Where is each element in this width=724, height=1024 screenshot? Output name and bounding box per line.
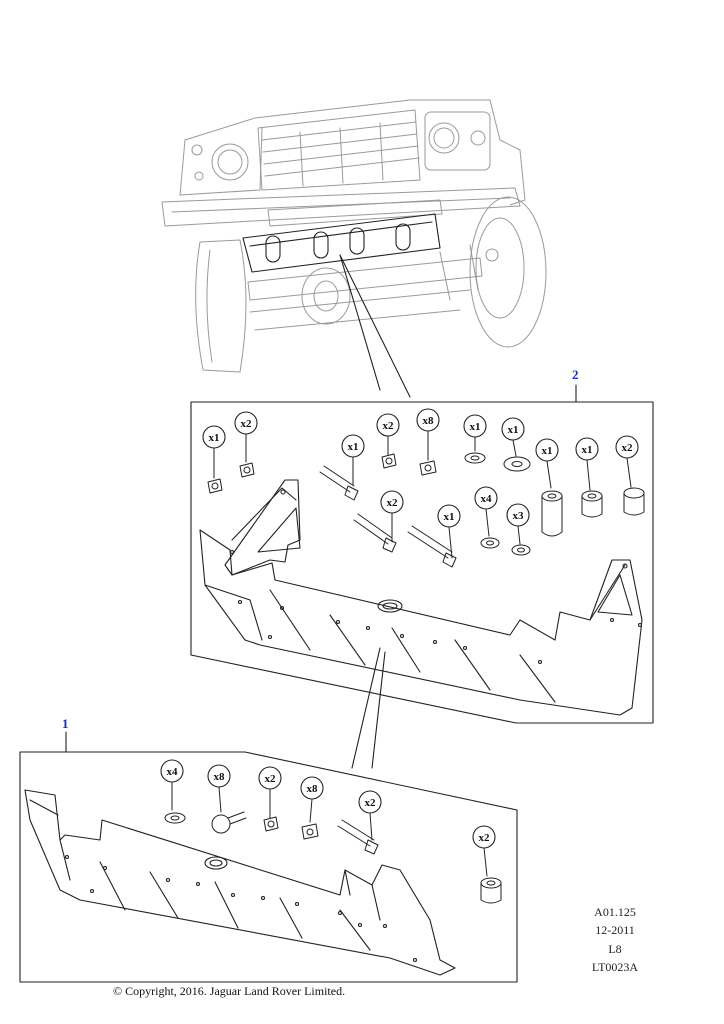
kit1-qty-bubbles bbox=[160, 759, 496, 849]
kit2-qty-label: x1 bbox=[582, 444, 593, 456]
callout-kit-1[interactable]: 1 bbox=[62, 716, 69, 731]
kit2-frame bbox=[190, 384, 654, 724]
kit2-qty-label: x2 bbox=[383, 420, 395, 432]
kit2-qty-label: x2 bbox=[387, 497, 399, 509]
kit1-qty-label: x8 bbox=[214, 771, 226, 783]
diagram-level: L8 bbox=[608, 942, 622, 956]
diagram-ref: A01.125 bbox=[594, 905, 636, 919]
kit2-qty-label: x1 bbox=[508, 424, 519, 436]
kit2-qty-label: x1 bbox=[209, 432, 220, 444]
kit2-qty-label: x3 bbox=[513, 510, 525, 522]
kit2-qty-label: x2 bbox=[241, 418, 253, 430]
vehicle-mounted-plate bbox=[242, 213, 441, 398]
kit2-qty-label: x1 bbox=[348, 441, 359, 453]
kit2-qty-label: x8 bbox=[423, 415, 435, 427]
kit1-qty-label: x2 bbox=[265, 773, 277, 785]
kit2-qty-label: x1 bbox=[542, 445, 553, 457]
kit2-qty-label: x1 bbox=[470, 421, 481, 433]
kit1-qty-label: x4 bbox=[167, 766, 179, 778]
kit2-hardware bbox=[207, 430, 645, 568]
callout-kit-2[interactable]: 2 bbox=[572, 367, 579, 382]
kit1-skid-plate bbox=[24, 789, 456, 976]
kit1-hardware bbox=[164, 781, 502, 904]
vehicle-front-illustration bbox=[161, 99, 547, 373]
kit1-qty-label: x2 bbox=[479, 832, 491, 844]
diagram-code: LT0023A bbox=[591, 960, 639, 974]
kit1-frame bbox=[19, 731, 518, 983]
kit1-qty-label: x2 bbox=[365, 797, 377, 809]
kit2-qty-label: x4 bbox=[481, 493, 493, 505]
copyright-notice: © Copyright, 2016. Jaguar Land Rover Lim… bbox=[113, 984, 346, 998]
kit2-skid-plate bbox=[199, 479, 643, 769]
kit2-qty-bubbles bbox=[202, 408, 639, 528]
diagram-date: 12-2011 bbox=[595, 923, 635, 937]
kit2-qty-label: x2 bbox=[622, 442, 634, 454]
kit2-qty-label: x1 bbox=[444, 511, 455, 523]
kit1-qty-label: x8 bbox=[307, 783, 319, 795]
